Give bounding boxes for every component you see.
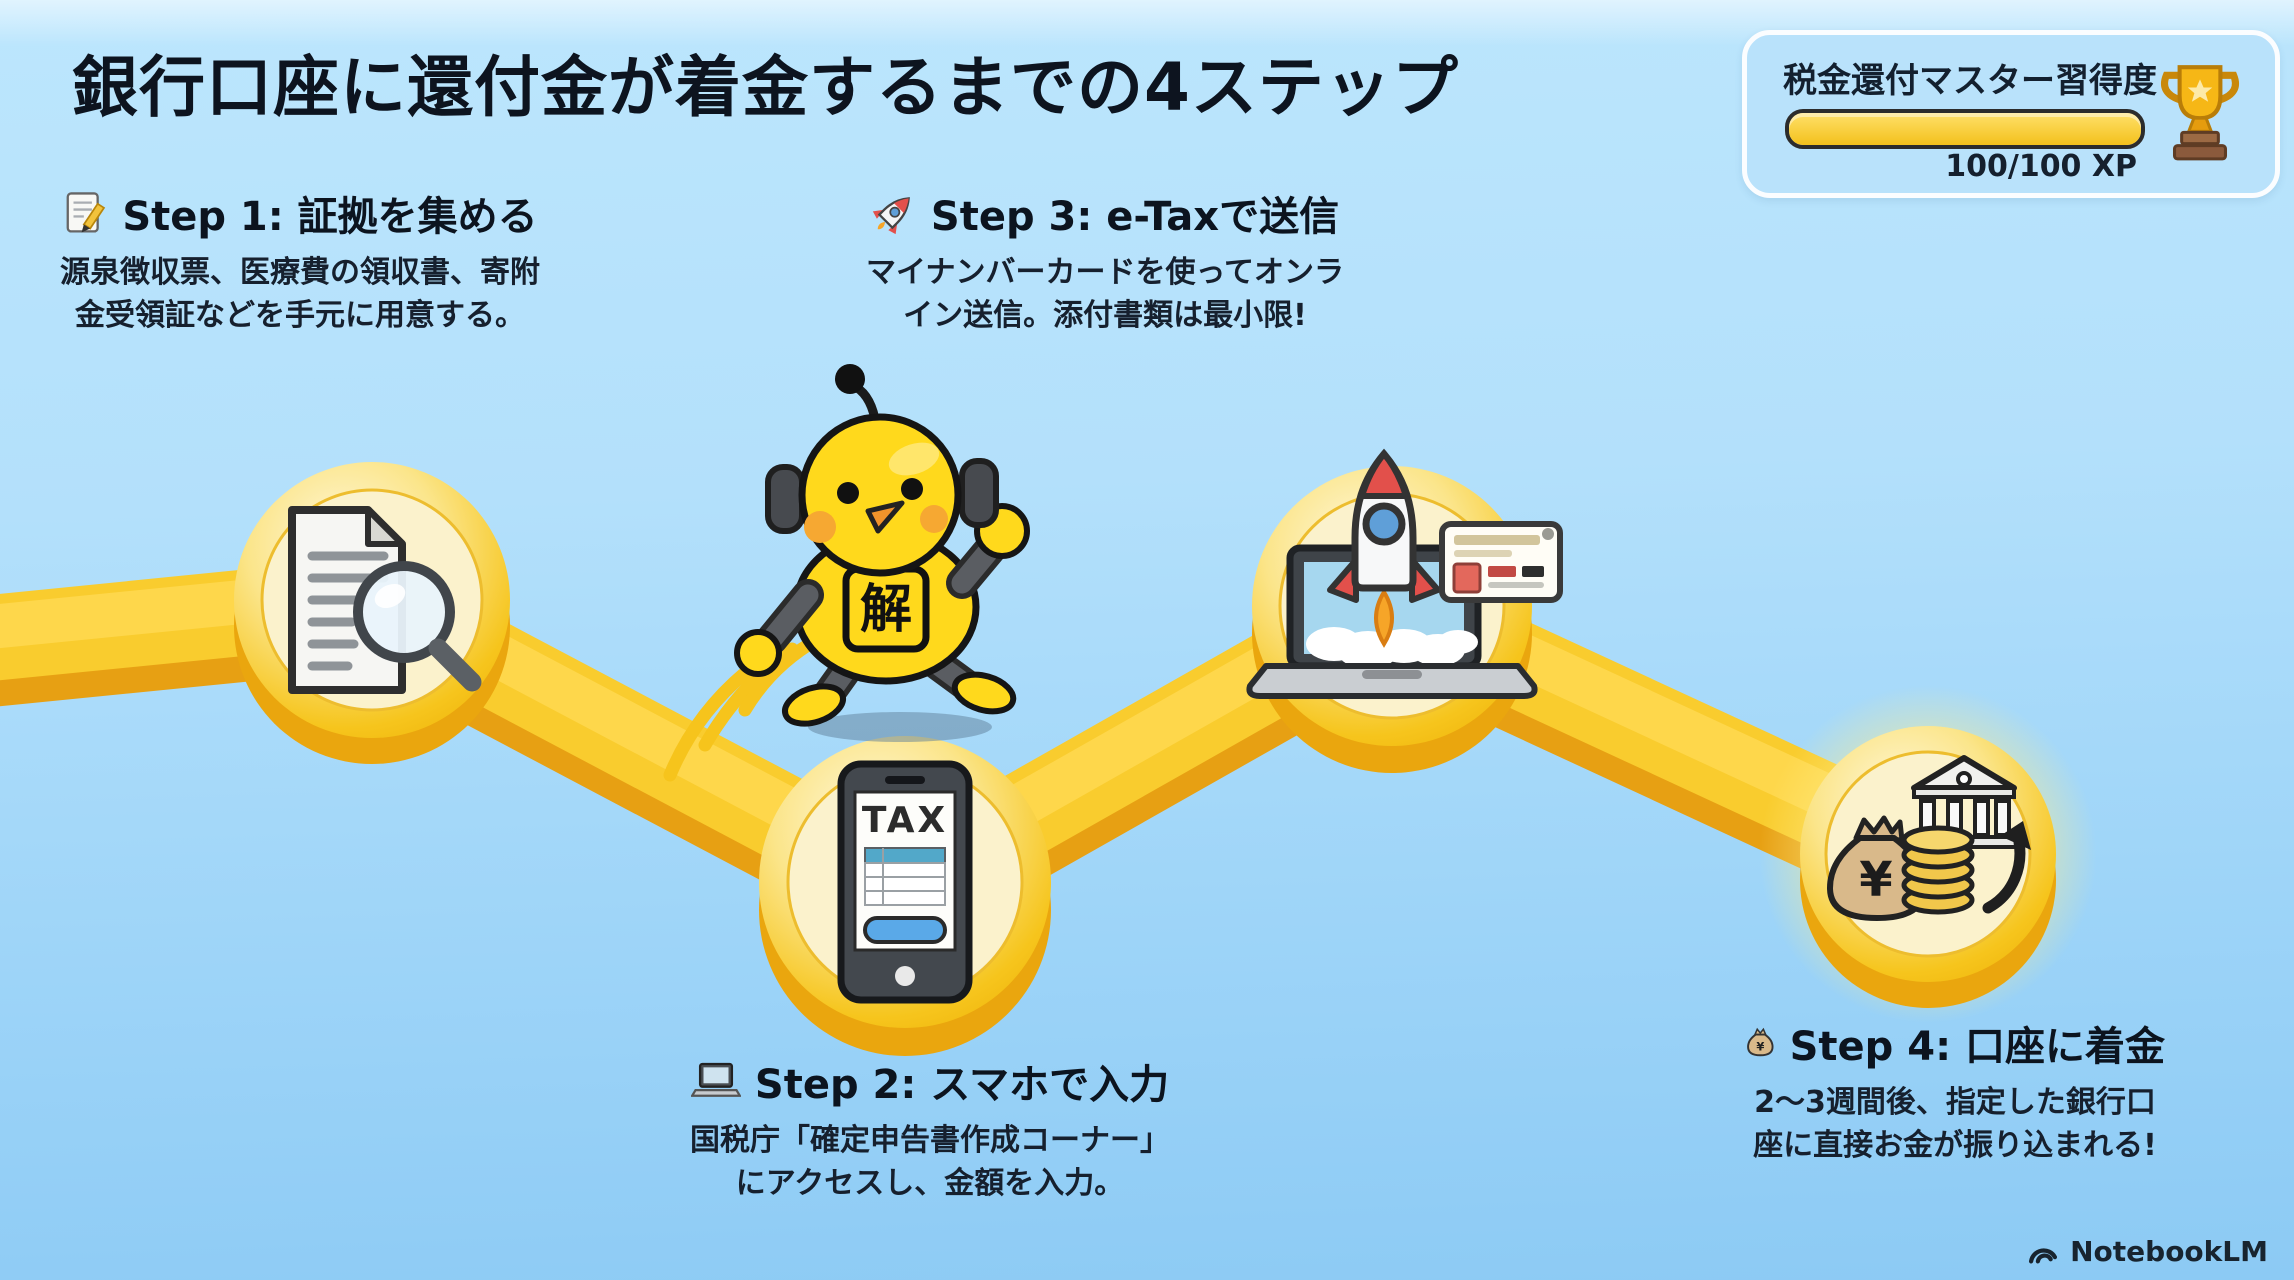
svg-text:¥: ¥ <box>1756 1040 1764 1054</box>
step4-node: ¥ <box>1800 726 2056 1008</box>
beak-icon <box>865 500 905 534</box>
headphone-right <box>959 458 999 528</box>
footer-brand: NotebookLM <box>2026 1235 2268 1268</box>
xp-count: 100/100 XP <box>1945 149 2137 184</box>
step2-node: TAX <box>759 736 1051 1056</box>
step1-description: 源泉徴収票、医療費の領収書、寄附金受領証などを手元に用意する。 <box>60 255 540 333</box>
smartphone-tax-icon: TAX <box>837 760 973 1004</box>
step4-text-block: ¥ Step 4: 口座に着金 2〜3週間後、指定した銀行口座に直接お金が振り込… <box>1745 1014 2165 1167</box>
laptop-rocket-card-icon <box>1246 448 1563 699</box>
mascot-shadow <box>808 712 992 742</box>
mascot-arms <box>734 503 1030 677</box>
yen-symbol: ¥ <box>1859 852 1892 908</box>
xp-badge-label: 税金還付マスター習得度 <box>1783 61 2157 101</box>
brand-name: NotebookLM <box>2070 1235 2268 1268</box>
step3-text-block: Step 3: e-Taxで送信 マイナンバーカードを使ってオンライン送信。添付… <box>860 184 1350 337</box>
rocket-icon <box>872 197 910 235</box>
xp-badge-card: 税金還付マスター習得度 100/100 XP <box>1742 30 2280 198</box>
document-magnifier-icon <box>288 506 482 694</box>
phone-screen-label: TAX <box>862 800 948 841</box>
mascot-head <box>798 413 962 577</box>
step4-description: 2〜3週間後、指定した銀行口座に直接お金が振り込まれる! <box>1753 1085 2157 1163</box>
step4-heading: ¥ Step 4: 口座に着金 <box>1745 1014 2165 1072</box>
headphone-left <box>765 464 805 534</box>
page-title: 銀行口座に還付金が着金するまでの4ステップ <box>72 49 1459 126</box>
step2-heading: Step 2: スマホで入力 <box>680 1052 1180 1110</box>
memo-icon <box>66 192 106 233</box>
cheek-left <box>804 511 836 543</box>
xp-progress-bar <box>1785 109 2145 149</box>
notebooklm-icon <box>2029 1247 2058 1263</box>
xp-progress-fill <box>1789 113 2141 145</box>
step3-heading: Step 3: e-Taxで送信 <box>860 184 1350 242</box>
step1-node <box>234 462 510 764</box>
step1-heading: Step 1: 証拠を集める <box>60 184 540 242</box>
coin-stack-icon <box>1901 825 1975 915</box>
laptop-icon <box>690 1062 741 1097</box>
trophy-icon <box>2160 65 2240 161</box>
cheek-right <box>920 505 948 533</box>
robot-chick-mascot: 解 <box>663 364 1030 782</box>
up-arrow-icon <box>1982 836 2026 914</box>
id-card-icon <box>1439 521 1563 603</box>
money-bag-coins-bank-icon: ¥ <box>1827 755 2031 921</box>
step3-node <box>1246 448 1563 773</box>
step1-text-block: Step 1: 証拠を集める 源泉徴収票、医療費の領収書、寄附金受領証などを手元… <box>60 184 540 337</box>
step3-description: マイナンバーカードを使ってオンライン送信。添付書類は最小限! <box>866 255 1344 333</box>
chest-kanji: 解 <box>860 580 912 640</box>
rocket-icon <box>1327 448 1441 648</box>
money-bag-icon: ¥ <box>1747 1027 1774 1057</box>
step2-text-block: Step 2: スマホで入力 国税庁「確定申告書作成コーナー」にアクセスし、金額… <box>680 1052 1180 1205</box>
step2-description: 国税庁「確定申告書作成コーナー」にアクセスし、金額を入力。 <box>690 1123 1170 1201</box>
